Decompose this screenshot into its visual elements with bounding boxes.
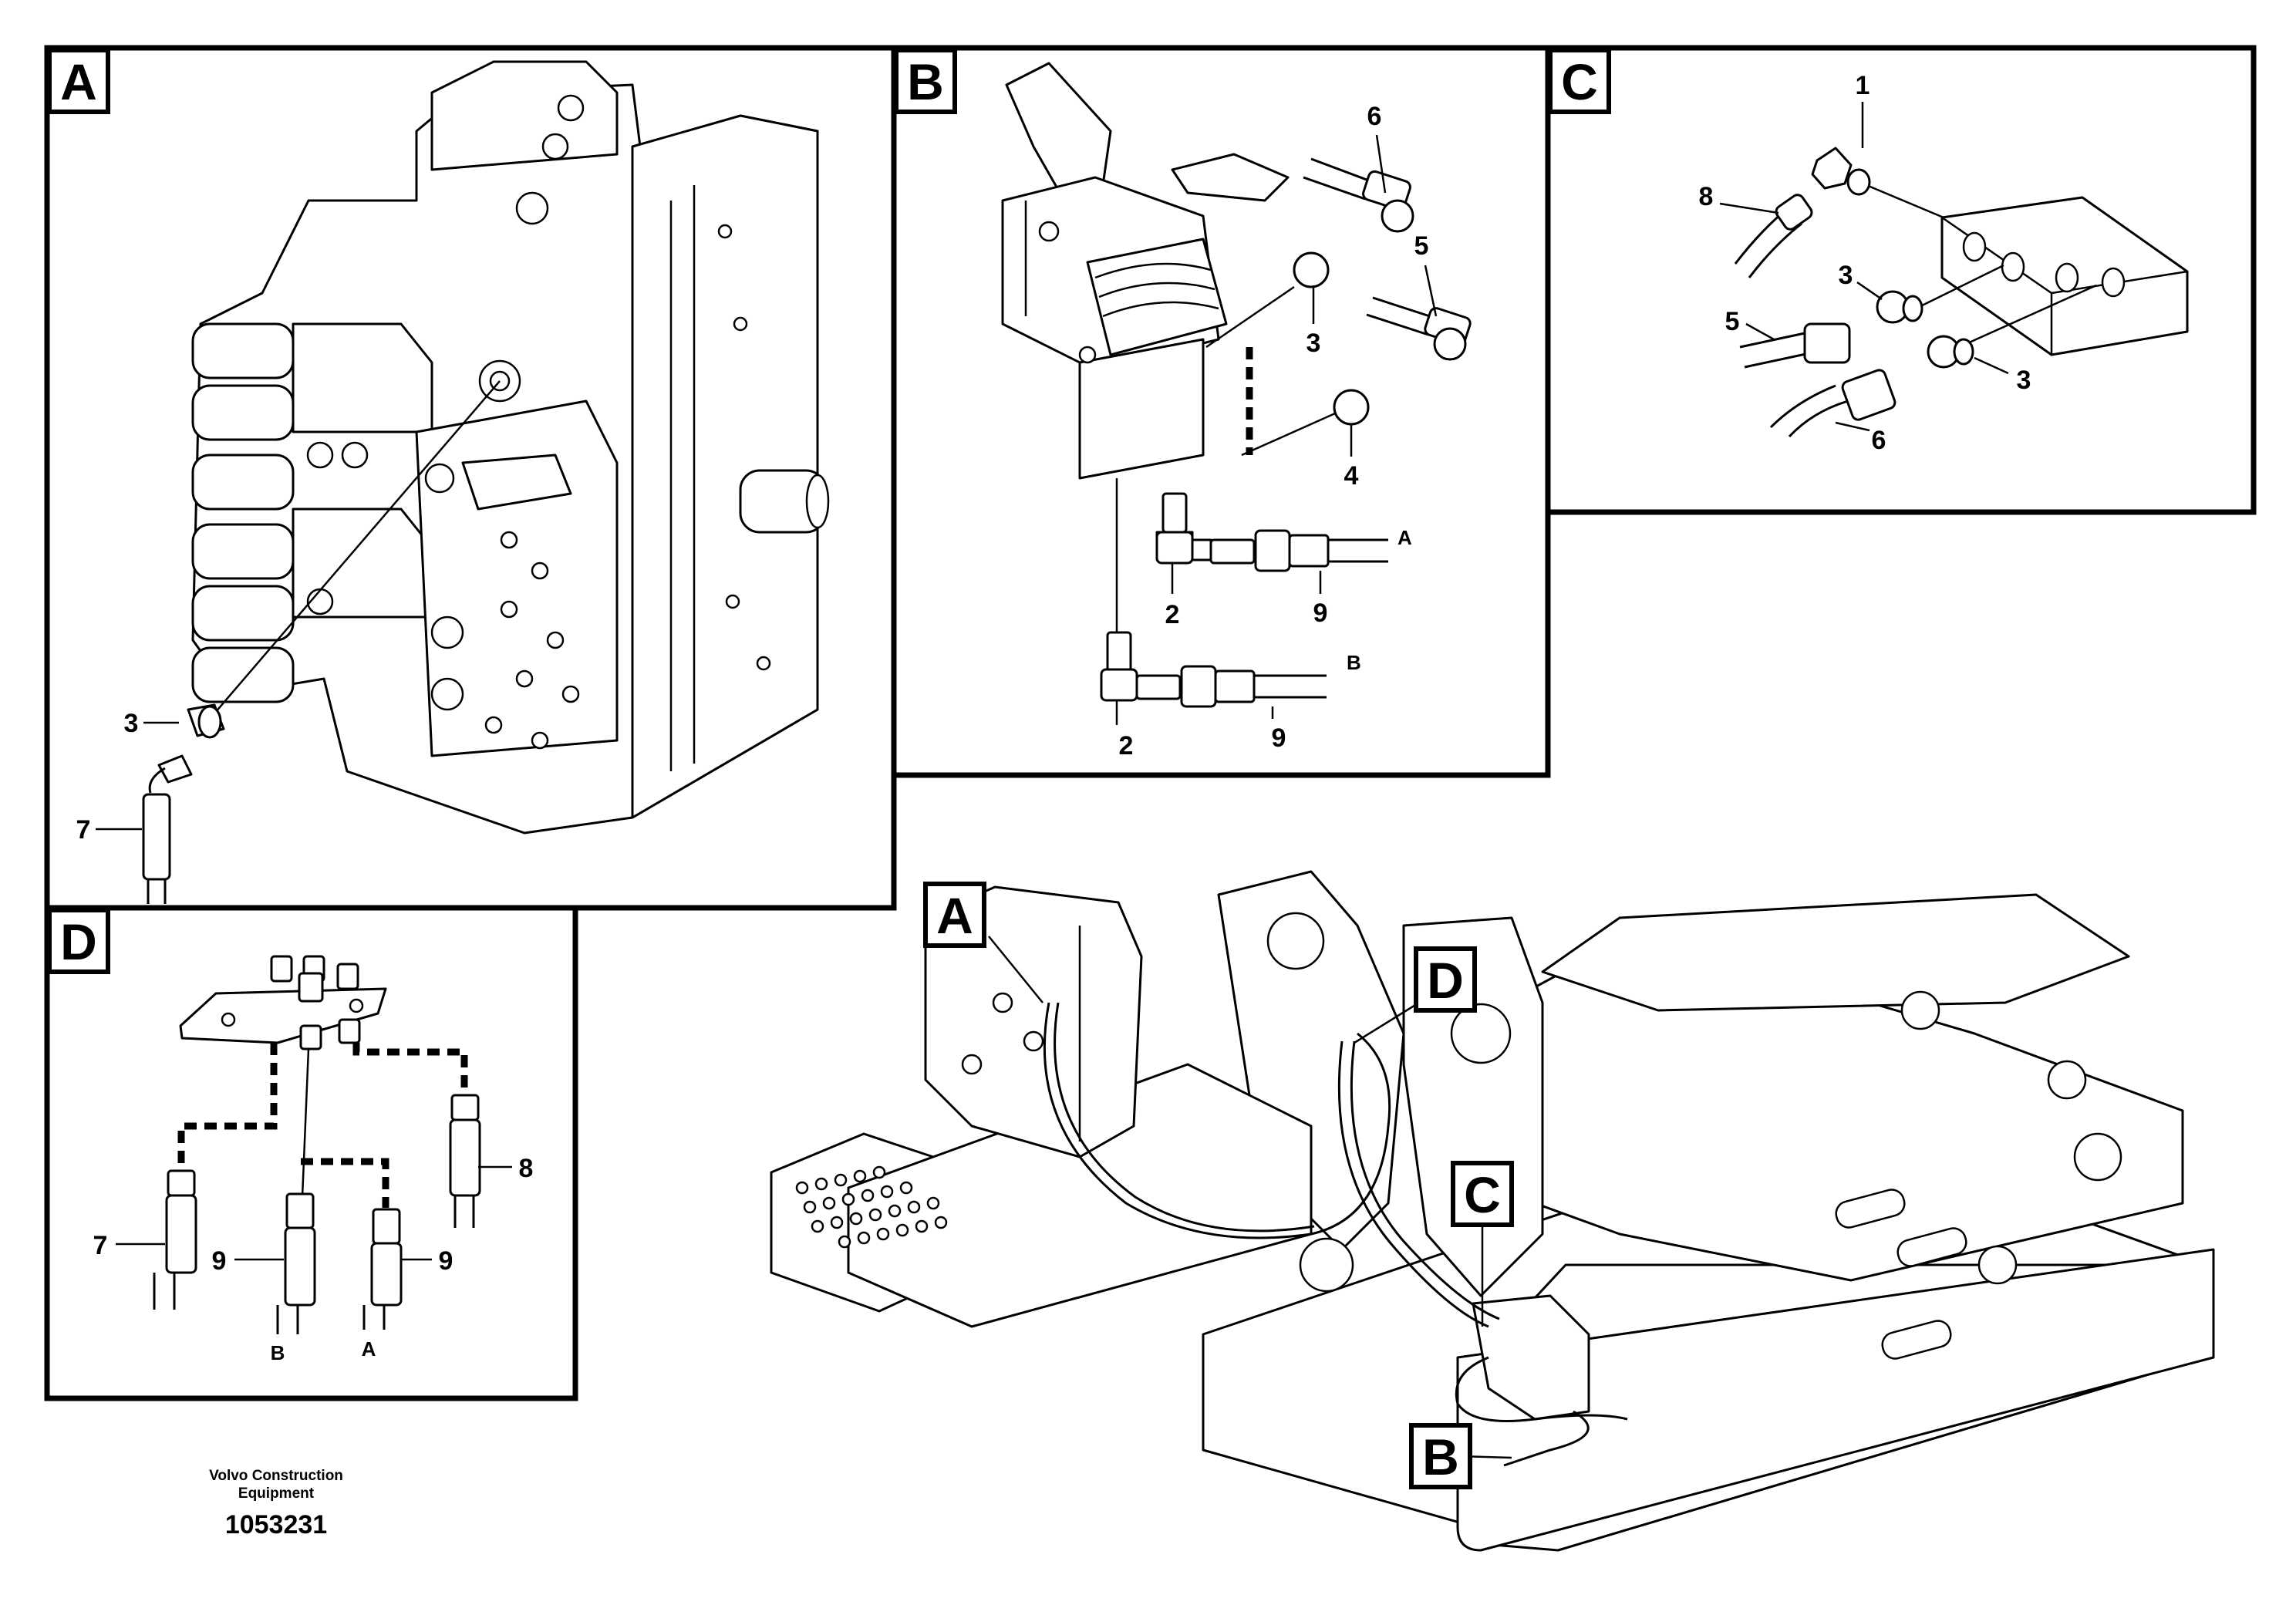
overview-tag-b-label: B — [1422, 1428, 1459, 1485]
company-name: Volvo Construction Equipment — [209, 1468, 343, 1502]
callout-c-1: 1 — [1856, 71, 1870, 100]
callout-a-3: 3 — [124, 709, 139, 738]
hose-routes-d — [177, 1043, 468, 1235]
panel-b-tag — [894, 48, 957, 114]
fittings-c — [1734, 147, 2097, 438]
manifold-block-drawing — [1940, 196, 2189, 356]
callout-b-2-lower: 2 — [1119, 731, 1134, 760]
callout-c-3-lower: 3 — [2017, 366, 2031, 395]
hose-fittings-d — [153, 1094, 481, 1334]
overview-tag-a — [923, 882, 986, 948]
callout-c-8: 8 — [1699, 182, 1714, 211]
panel-d: D 8 7 9 9 B A — [44, 905, 578, 1401]
callout-b-5: 5 — [1414, 231, 1429, 261]
hose-end-a-label-d: A — [362, 1337, 376, 1361]
callout-d-9-left: 9 — [212, 1246, 227, 1276]
overview-tag-c-label: C — [1464, 1166, 1501, 1223]
fitting-and-hose-a — [142, 380, 501, 904]
callout-d-7: 7 — [93, 1231, 108, 1260]
callout-c-6: 6 — [1872, 426, 1886, 455]
hose-end-a-label: A — [1397, 526, 1412, 549]
callout-b-9-upper: 9 — [1313, 599, 1328, 628]
overview-tag-d — [1414, 946, 1477, 1013]
step-plate-holes — [795, 1165, 948, 1249]
panel-c-frame — [1545, 45, 2257, 515]
overview-tag-d-label: D — [1427, 952, 1464, 1009]
callout-b-4: 4 — [1344, 461, 1359, 491]
panel-d-tag — [47, 908, 110, 974]
drawing-number: 1053231 — [224, 1510, 328, 1539]
bracket-drawing — [179, 955, 387, 1050]
callout-a-7: 7 — [76, 815, 91, 845]
callout-c-3-upper: 3 — [1839, 261, 1853, 290]
fittings-b-upper — [1293, 157, 1472, 426]
control-valve-drawing — [191, 60, 830, 835]
panel-c-tag — [1548, 48, 1611, 114]
callout-d-8: 8 — [519, 1154, 534, 1183]
overview-tags: A D C B — [923, 882, 1514, 1489]
panel-a-tag — [47, 48, 110, 114]
overview-tag-a-label: A — [936, 887, 973, 944]
overview-tag-c — [1451, 1161, 1514, 1227]
pedal-valve-drawing — [1001, 62, 1290, 480]
callout-b-9-lower: 9 — [1272, 723, 1286, 753]
panel-a: A 3 7 — [44, 45, 897, 911]
callout-c-5: 5 — [1725, 307, 1740, 336]
hose-end-b-label: B — [1347, 651, 1361, 674]
panel-d-tag-label: D — [60, 913, 97, 970]
panel-c-tag-label: C — [1561, 53, 1598, 110]
callout-b-2-upper: 2 — [1165, 600, 1180, 629]
panel-c: C 1 8 3 5 3 6 — [1545, 45, 2257, 515]
callout-b-3: 3 — [1306, 329, 1321, 358]
panel-b: B 6 5 3 4 2 9 2 9 A B — [891, 45, 1551, 778]
panel-b-tag-label: B — [907, 53, 944, 110]
callout-d-9-right: 9 — [439, 1246, 453, 1276]
callout-b-6: 6 — [1367, 102, 1382, 131]
overview-tag-b — [1409, 1423, 1472, 1489]
panel-d-frame — [44, 905, 578, 1401]
panel-a-tag-label: A — [60, 53, 97, 110]
hose-end-b-label-d: B — [271, 1341, 285, 1364]
fittings-b-lower — [1100, 478, 1388, 708]
